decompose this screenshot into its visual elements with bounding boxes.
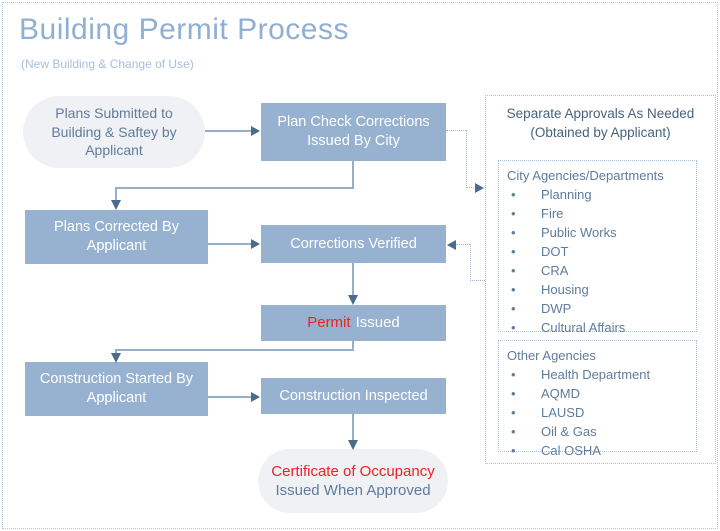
node-permit-issued: Permit Issued [261, 305, 446, 341]
node-plan-check-corrections: Plan Check Corrections Issued By City [261, 103, 446, 161]
city-agencies-group: City Agencies/Departments Planning Fire … [498, 160, 697, 335]
list-item: Oil & Gas [507, 422, 690, 441]
bullet-icon [507, 384, 541, 403]
list-item: DOT [507, 242, 690, 261]
separate-approvals-panel: Separate Approvals As Needed (Obtained b… [485, 95, 716, 464]
bullet-icon [507, 261, 541, 280]
other-agencies-heading: Other Agencies [507, 348, 596, 363]
bullet-icon [507, 242, 541, 261]
node-permit-issued-rest: Issued [355, 314, 400, 332]
node-construction-started-label: Construction Started By Applicant [39, 371, 194, 406]
panel-title-line2: (Obtained by Applicant) [530, 124, 671, 140]
bullet-icon [507, 422, 541, 441]
bullet-icon [507, 204, 541, 223]
bullet-icon [507, 441, 541, 460]
node-construction-inspected: Construction Inspected [261, 378, 446, 414]
arrow-down-icon [348, 295, 358, 305]
node-plans-submitted-label: Plans Submitted to Building & Saftey by … [51, 104, 177, 159]
node-certificate-rest: Issued When Approved [275, 482, 431, 499]
node-construction-started: Construction Started By Applicant [25, 362, 208, 416]
city-agencies-heading: City Agencies/Departments [507, 168, 664, 183]
node-corrections-verified-label: Corrections Verified [290, 235, 417, 252]
list-item: Health Department [507, 365, 690, 384]
arrow-left-icon [447, 240, 456, 250]
node-plans-corrected: Plans Corrected By Applicant [25, 210, 208, 264]
arrow-down-icon [111, 200, 121, 210]
arrow-right-icon [251, 239, 260, 249]
panel-title: Separate Approvals As Needed (Obtained b… [486, 105, 715, 143]
list-item: CRA [507, 261, 690, 280]
node-corrections-verified: Corrections Verified [261, 225, 446, 263]
list-item: Fire [507, 204, 690, 223]
node-plan-check-corrections-label: Plan Check Corrections Issued By City [277, 114, 430, 149]
list-item: Cal OSHA [507, 441, 690, 460]
page-title: Building Permit Process [19, 13, 349, 46]
list-item: Cultural Affairs [507, 318, 690, 337]
page-subtitle: (New Building & Change of Use) [21, 57, 194, 71]
arrow-down-icon [111, 353, 121, 363]
node-permit-issued-highlight: Permit [307, 314, 351, 332]
arrow-right-icon [251, 392, 260, 402]
panel-title-line1: Separate Approvals As Needed [506, 106, 695, 121]
list-item: AQMD [507, 384, 690, 403]
bullet-icon [507, 365, 541, 384]
arrow-right-icon [251, 126, 260, 136]
bullet-icon [507, 318, 541, 337]
arrow-down-icon [348, 440, 358, 450]
node-construction-inspected-label: Construction Inspected [279, 387, 428, 404]
node-certificate-of-occupancy: Certificate of Occupancy Issued When App… [258, 449, 448, 513]
bullet-icon [507, 280, 541, 299]
node-plans-submitted: Plans Submitted to Building & Saftey by … [23, 96, 205, 168]
bullet-icon [507, 403, 541, 422]
node-plans-corrected-label: Plans Corrected By Applicant [54, 219, 179, 254]
bullet-icon [507, 299, 541, 318]
node-certificate-highlight: Certificate of Occupancy [271, 462, 435, 480]
list-item: Public Works [507, 223, 690, 242]
arrow-right-icon [475, 183, 484, 193]
list-item: Planning [507, 185, 690, 204]
list-item: LAUSD [507, 403, 690, 422]
other-agencies-group: Other Agencies Health Department AQMD LA… [498, 340, 697, 458]
bullet-icon [507, 223, 541, 242]
list-item: DWP [507, 299, 690, 318]
list-item: Housing [507, 280, 690, 299]
bullet-icon [507, 185, 541, 204]
